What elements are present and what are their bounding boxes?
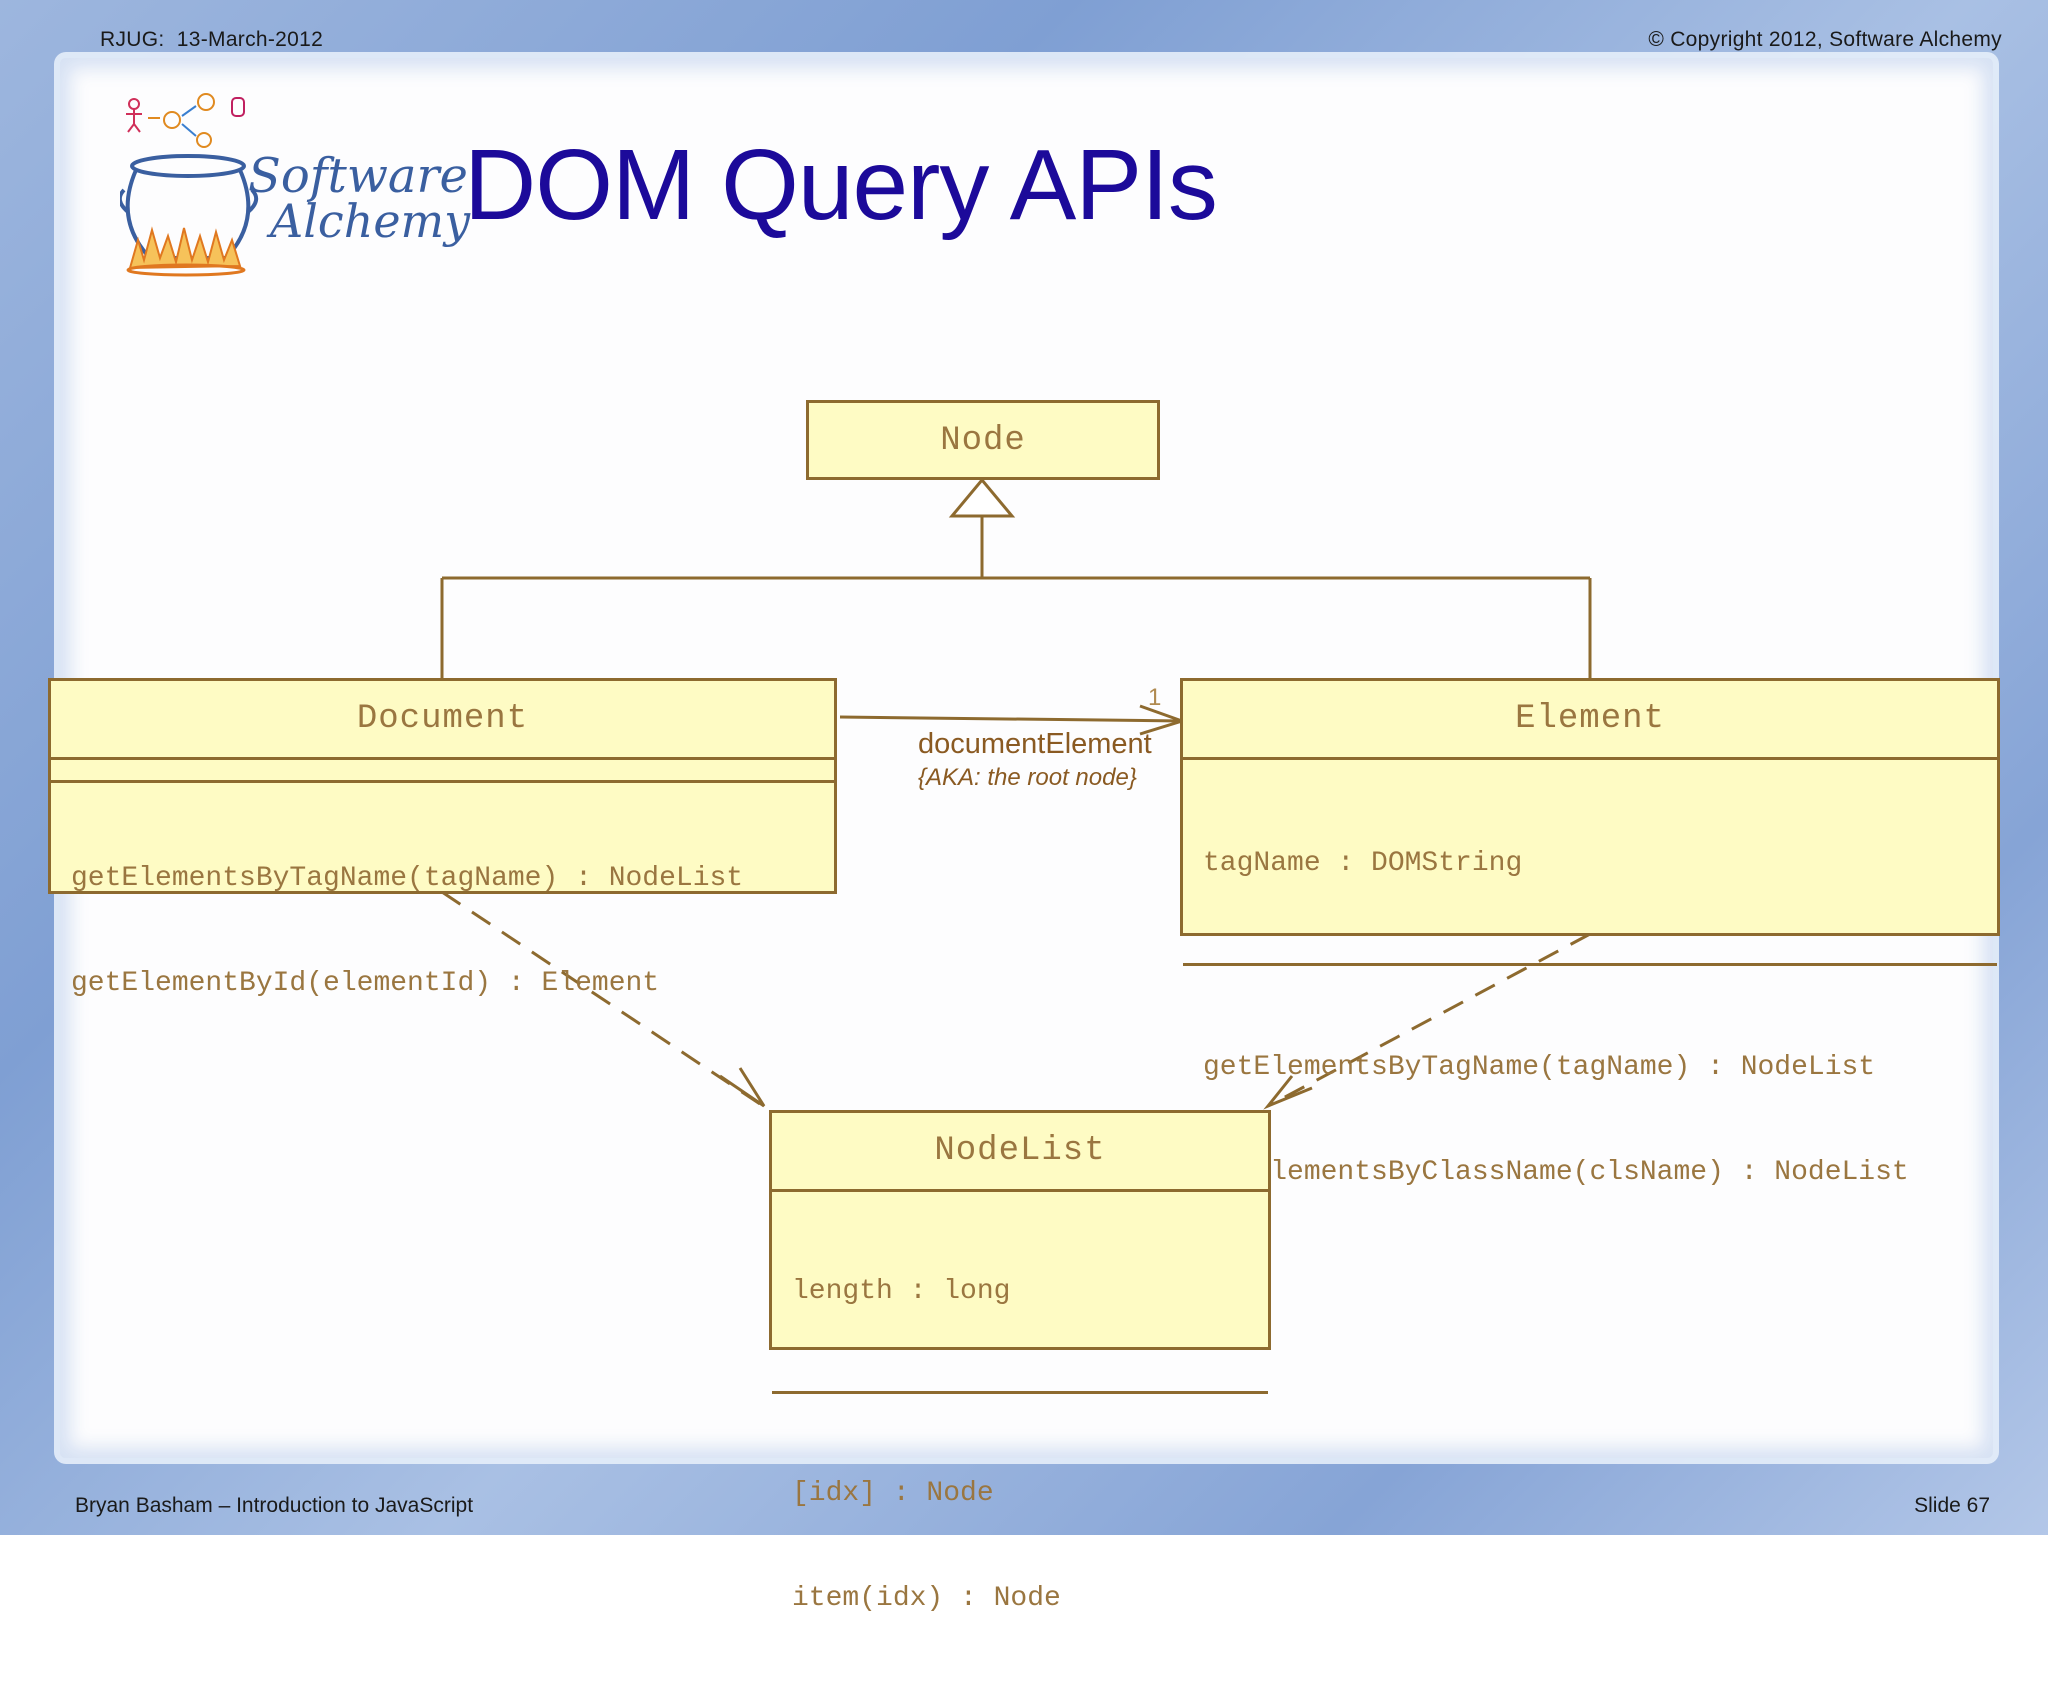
dependency-arrowhead-right xyxy=(1263,1075,1313,1110)
class-attributes xyxy=(51,760,834,783)
operation: getElementById(elementId) : Element xyxy=(71,968,660,999)
operation: item(idx) : Node xyxy=(792,1583,1061,1614)
header-event-date: RJUG: 13-March-2012 xyxy=(100,28,324,51)
operation: getElementsByClassName(clsName) : NodeLi… xyxy=(1203,1157,1909,1188)
software-alchemy-logo: Software Alchemy xyxy=(117,90,470,280)
class-name: Document xyxy=(51,681,834,760)
class-name: NodeList xyxy=(772,1113,1268,1192)
class-name: Element xyxy=(1183,681,1997,760)
operation: getElementsByTagName(tagName) : NodeList xyxy=(1203,1052,1876,1083)
dependency-element-nodelist xyxy=(1271,932,1591,1106)
association-note: {AKA: the root node} xyxy=(918,764,1137,791)
uml-relations xyxy=(440,477,1592,1110)
class-attributes: tagName : DOMString xyxy=(1183,760,1997,966)
uml-class-document: Document getElementsByTagName(tagName) :… xyxy=(48,678,837,999)
cauldron-icon xyxy=(117,93,259,277)
uml-class-element: Element tagName : DOMString getElementsB… xyxy=(1180,678,2000,1188)
class-operations: getElementsByTagName(tagName) : NodeList… xyxy=(1183,966,1997,1274)
slide-number: Slide 67 xyxy=(1914,1494,1990,1517)
dependency-document-nodelist xyxy=(441,890,761,1106)
generalization-arrowhead xyxy=(948,477,1016,518)
uml-class-node: Node xyxy=(806,400,1160,480)
class-name: Node xyxy=(940,422,1026,460)
class-attributes: length : long xyxy=(772,1192,1268,1394)
operation: [idx] : Node xyxy=(792,1478,994,1509)
class-operations: getElementsByTagName(tagName) : NodeList… xyxy=(51,783,834,1079)
header-copyright: © Copyright 2012, Software Alchemy xyxy=(1648,28,2002,51)
logo-text-alchemy: Alchemy xyxy=(270,194,471,248)
slide-title: DOM Query APIs xyxy=(464,129,1218,241)
attribute: length : long xyxy=(792,1276,1011,1307)
class-operations: [idx] : Node item(idx) : Node xyxy=(772,1394,1268,1698)
operation: getElementsByTagName(tagName) : NodeList xyxy=(71,863,744,894)
association-multiplicity: 1 xyxy=(1148,684,1162,711)
attribute: tagName : DOMString xyxy=(1203,848,1523,879)
footer-author-course: Bryan Basham – Introduction to JavaScrip… xyxy=(75,1494,474,1517)
association-label: documentElement xyxy=(918,728,1152,760)
dependency-arrowhead-left xyxy=(719,1067,766,1108)
uml-class-nodelist: NodeList length : long [idx] : Node item… xyxy=(769,1110,1271,1614)
logo-text-software: Software xyxy=(248,148,468,204)
